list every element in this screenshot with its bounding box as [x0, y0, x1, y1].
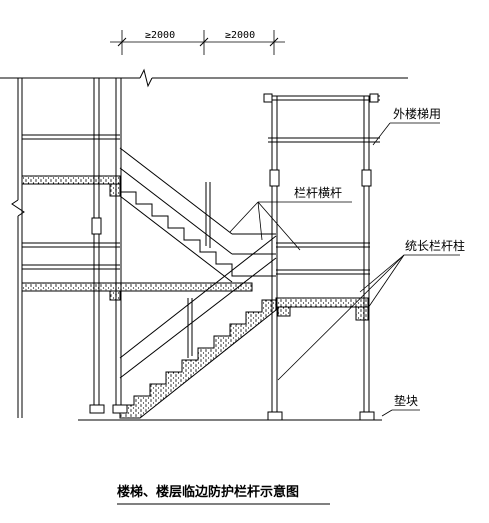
label-rail-horizontal: 栏杆横杆 — [294, 185, 342, 200]
label-full-length-post: 统长栏杆柱 — [405, 238, 465, 253]
landing-slab-right — [275, 297, 369, 321]
top-slab-line — [0, 68, 408, 88]
vertical-post-right-a — [267, 96, 283, 421]
label-outer-stair: 外楼梯用 — [393, 106, 441, 121]
floor-slab-upper — [21, 175, 121, 197]
outer-stair-top-rails — [263, 93, 380, 143]
right-horizontal-rails — [276, 242, 370, 275]
lower-stair-flight — [119, 235, 277, 419]
vertical-post-right-b — [359, 96, 375, 421]
dimension-label-left: ≥2000 — [145, 30, 175, 41]
leader-lines — [229, 122, 460, 417]
vertical-post-left-b — [112, 78, 128, 414]
diagram-caption: 楼梯、楼层临边防护栏杆示意图 — [117, 484, 299, 500]
dimension-label-right: ≥2000 — [225, 30, 255, 41]
left-wall — [11, 78, 25, 418]
vertical-post-left-a — [89, 78, 105, 414]
floor-slab-middle — [21, 282, 253, 301]
dimension-line: ≥2000 ≥2000 — [110, 30, 285, 55]
upper-stair-flight — [119, 147, 276, 283]
label-pad-block: 垫块 — [394, 393, 418, 408]
left-horizontal-rails — [22, 134, 120, 270]
